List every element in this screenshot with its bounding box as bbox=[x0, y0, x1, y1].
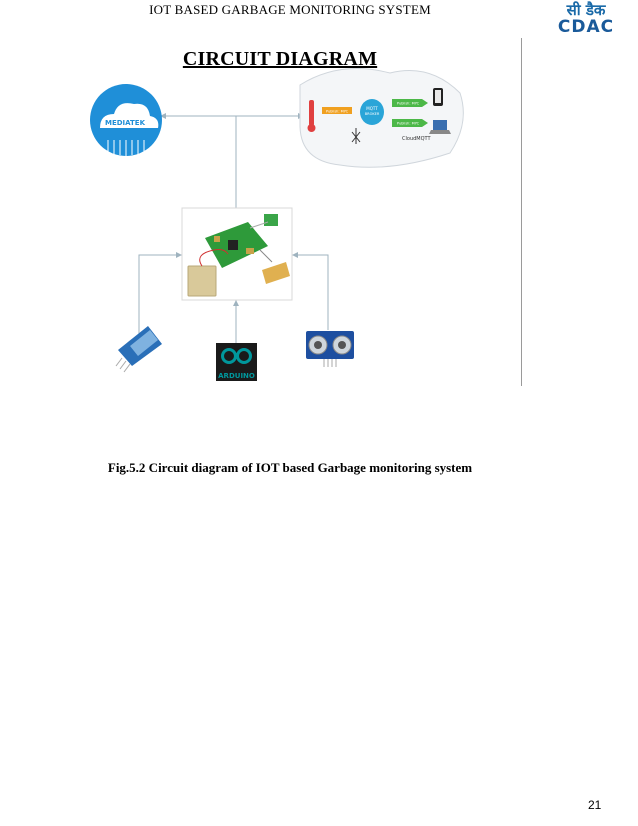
cloudmqtt-label: CloudMQTT bbox=[402, 136, 431, 142]
mediatek-cloud: MEDIATEK bbox=[90, 84, 162, 156]
margin-rule bbox=[521, 38, 522, 386]
svg-text:Publish: MYC: Publish: MYC bbox=[397, 122, 420, 126]
antenna-module bbox=[264, 214, 278, 226]
chip-icon bbox=[228, 240, 238, 250]
arduino-logo: ARDUINO bbox=[216, 343, 257, 381]
mqtt-panel: Publish: MYC MQTT BROKER Publish: MYC Pu… bbox=[299, 68, 464, 168]
connector-lines bbox=[138, 115, 329, 352]
solar-panel-icon bbox=[262, 262, 290, 284]
cloud-shape bbox=[100, 103, 159, 128]
svg-text:BROKER: BROKER bbox=[365, 112, 380, 116]
arrow-arduino bbox=[233, 300, 239, 306]
arduino-label: ARDUINO bbox=[218, 372, 255, 380]
thermometer-icon bbox=[309, 100, 314, 126]
logo-hindi-text: सी डैक bbox=[566, 1, 606, 19]
mosquitto-icon bbox=[351, 128, 361, 144]
dht-sensor bbox=[115, 326, 162, 373]
diagram-title: CIRCUIT DIAGRAM bbox=[182, 48, 378, 70]
figure-caption: Fig.5.2 Circuit diagram of IOT based Gar… bbox=[107, 460, 473, 475]
dht-link-line bbox=[138, 254, 182, 352]
laptop-icon bbox=[433, 120, 447, 130]
cdac-logo: सी डैक CDAC bbox=[556, 2, 616, 40]
ultrasonic-link-line bbox=[292, 254, 329, 330]
cloud-label: MEDIATEK bbox=[105, 119, 146, 127]
running-header: IOT BASED GARBAGE MONITORING SYSTEM bbox=[149, 2, 431, 17]
ultrasonic-sensor bbox=[306, 331, 354, 367]
subscribe-arrow-bottom bbox=[392, 119, 428, 127]
svg-text:Publish: MYC: Publish: MYC bbox=[397, 102, 420, 106]
logo-latin-text: CDAC bbox=[557, 17, 615, 37]
arrow-ultrasonic bbox=[292, 252, 298, 258]
publish-arrow bbox=[322, 107, 352, 114]
mqtt-broker-icon bbox=[360, 99, 384, 125]
battery-icon bbox=[187, 265, 217, 297]
svg-text:Publish: MYC: Publish: MYC bbox=[326, 110, 349, 114]
page-number: 21 bbox=[588, 798, 602, 812]
arrow-dht bbox=[176, 252, 182, 258]
svg-text:MQTT: MQTT bbox=[366, 106, 378, 111]
arrow-to-cloud bbox=[160, 113, 166, 119]
main-pcb bbox=[181, 207, 293, 301]
circuit-diagram: MEDIATEK Publish: MYC MQTT BROKER Publis… bbox=[90, 68, 464, 381]
subscribe-arrow-top bbox=[392, 99, 428, 107]
